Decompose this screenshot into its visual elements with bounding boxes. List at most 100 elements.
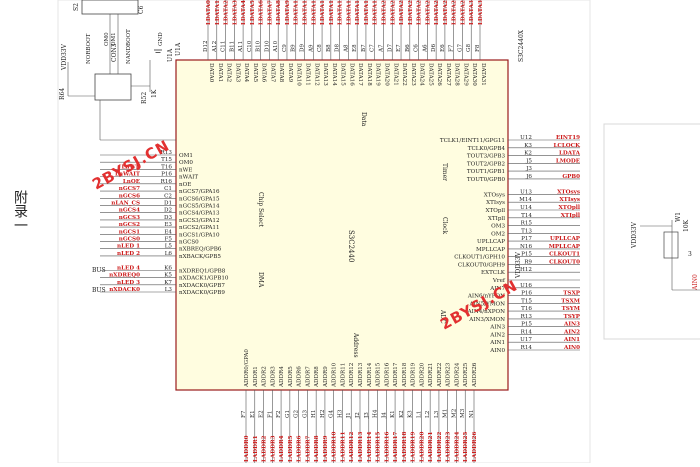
right-pin-name: CLKOUT1/GPH10 bbox=[454, 255, 505, 261]
top-pin-ball: B6 bbox=[405, 44, 411, 52]
right-pin-name: UPLLCAP bbox=[477, 239, 505, 245]
bottom-pin-name: ADDR14 bbox=[367, 362, 373, 388]
top-pin-name: DATA20 bbox=[383, 63, 389, 86]
right-pin-ball: P16 bbox=[521, 291, 532, 297]
top-pin-net: LDATA6 bbox=[259, 0, 265, 25]
right-pin-name: TCLK0/GPB4 bbox=[468, 146, 506, 152]
top-pin-name: DATA18 bbox=[366, 63, 372, 86]
right-pin-name: TOUT0/GPB0 bbox=[467, 177, 506, 183]
top-pin-ball: C7 bbox=[370, 44, 376, 52]
top-pin-net: LDATA31 bbox=[478, 0, 484, 25]
top-pin-name: DATA24 bbox=[419, 63, 425, 86]
right-panel-part: W1 bbox=[675, 212, 682, 222]
top-pin-ball: D12 bbox=[203, 40, 209, 52]
right-pin-name: AIN1 bbox=[489, 340, 505, 346]
top-pin-ball: E7 bbox=[396, 44, 402, 52]
norboot-label: NORBOOT bbox=[86, 33, 92, 64]
top-pin-net: LDATA30 bbox=[469, 0, 475, 25]
right-panel-vdd: VDD33V bbox=[631, 221, 638, 249]
bottom-pin-net: LADDR11 bbox=[340, 431, 346, 462]
bottom-pin-ball: K2 bbox=[399, 410, 405, 418]
top-pin-name: DATA2 bbox=[226, 63, 232, 83]
bottom-pin-ball: G4 bbox=[329, 410, 335, 418]
left-pin-ball: T15 bbox=[161, 157, 172, 163]
top-pin-ball: D6 bbox=[431, 44, 437, 52]
bottom-pin-net: LADDR0 bbox=[244, 435, 250, 462]
right-pin-name: OM2 bbox=[491, 231, 505, 237]
right-pin-name: XTIpll bbox=[488, 216, 505, 222]
bottom-pin-ball: H3 bbox=[337, 409, 343, 418]
left-pin-net: nGCS7 bbox=[119, 186, 140, 192]
left-pin-net: nGCS0 bbox=[119, 237, 140, 243]
bottom-pin-name: ADDR21 bbox=[428, 363, 434, 388]
section-chip-select: Chip Select bbox=[257, 192, 264, 228]
right-pin-ball: T16 bbox=[521, 306, 532, 312]
left-pin-name: nWE bbox=[179, 167, 192, 173]
bottom-pin-ball: N1 bbox=[469, 410, 475, 418]
bus-label-1: BUS bbox=[92, 267, 106, 274]
right-pin-ball: H12 bbox=[520, 267, 532, 273]
left-pin-name: OM0 bbox=[179, 160, 193, 166]
vdd-label: VDD33V bbox=[61, 43, 68, 71]
capacitor-label: C6 bbox=[138, 5, 145, 14]
top-pin-ball: F8 bbox=[475, 44, 481, 52]
top-pin-name: DATA13 bbox=[322, 63, 328, 86]
left-pin-name: nXDREQ1/GPB8 bbox=[179, 268, 226, 274]
right-pin-ball: R15 bbox=[521, 221, 533, 227]
right-pin-name: TOUT1/GPB1 bbox=[467, 169, 505, 175]
right-pin-ball: U13 bbox=[520, 189, 532, 195]
bottom-pin-ball: G3 bbox=[302, 410, 308, 418]
bottom-pin-name: ADDR22 bbox=[437, 362, 443, 388]
top-pin-name: DATA11 bbox=[305, 63, 311, 86]
right-pin-ball: J5 bbox=[525, 158, 532, 164]
chip-body bbox=[175, 59, 509, 391]
left-pin-net: nGCS3 bbox=[119, 215, 140, 221]
bottom-pin-name: ADDR23 bbox=[446, 362, 452, 388]
left-pin-ball: K6 bbox=[164, 265, 172, 271]
right-pin-ball: K3 bbox=[524, 143, 532, 149]
right-pin-net: UPLLCAP bbox=[550, 236, 581, 242]
gnd-label: GND bbox=[158, 32, 164, 46]
right-pin-net: GPB0 bbox=[562, 174, 580, 180]
left-pin-ball: L3 bbox=[165, 287, 173, 293]
top-pin-name: DATA7 bbox=[269, 63, 275, 83]
chip-name: S3C2440 bbox=[347, 230, 355, 262]
top-pin-name: DATA12 bbox=[313, 63, 319, 86]
section-clock: Clock bbox=[441, 217, 448, 234]
left-pin-net: nXDREQ0 bbox=[109, 273, 140, 279]
top-pin-name: DATA16 bbox=[348, 63, 354, 86]
bottom-pin-ball: F7 bbox=[241, 410, 247, 418]
bottom-pin-net: LADDR2 bbox=[262, 435, 268, 462]
bottom-pin-ball: L1 bbox=[416, 411, 422, 418]
left-pin-net: nLED 1 bbox=[117, 244, 140, 250]
right-pin-name: OM3 bbox=[491, 224, 505, 230]
right-pin-ball: R14 bbox=[521, 329, 533, 335]
top-pin-ball: D10 bbox=[264, 40, 270, 52]
top-pin-net: LDATA28 bbox=[452, 0, 458, 25]
right-pin-name: AIN3/XMON bbox=[468, 317, 505, 323]
bottom-pin-ball: M2 bbox=[451, 408, 457, 418]
bottom-pin-ball: J3 bbox=[364, 412, 370, 419]
bottom-pin-name: ADDR18 bbox=[402, 362, 408, 388]
left-pin-name: nGCS2/GPA11 bbox=[179, 225, 220, 231]
top-pin-ball: A6 bbox=[422, 44, 428, 53]
right-pin-name: AIN0 bbox=[489, 348, 505, 354]
left-pin-net: nLED 4 bbox=[117, 265, 140, 271]
top-pin-net: LDATA10 bbox=[294, 0, 300, 25]
bottom-pin-net: LADDR26 bbox=[472, 431, 478, 462]
bottom-pin-name: ADDR12 bbox=[349, 362, 355, 388]
bottom-pin-name: ADDR11 bbox=[340, 363, 346, 388]
nandboot-label: NANDBOOT bbox=[126, 29, 132, 64]
bottom-pin-ball: H4 bbox=[373, 409, 379, 418]
bottom-pin-ball: F2 bbox=[276, 410, 282, 418]
right-pin-net: LMODE bbox=[556, 158, 580, 164]
top-pin-name: DATA10 bbox=[296, 63, 302, 86]
top-pin-ball: A9 bbox=[308, 44, 314, 53]
left-pin-ball: D3 bbox=[164, 215, 172, 221]
left-pin-net: nLED 2 bbox=[117, 251, 140, 257]
bottom-pin-net: LADDR16 bbox=[384, 431, 390, 462]
bottom-pin-net: LADDR15 bbox=[376, 431, 382, 462]
bottom-pin-net: LADDR23 bbox=[446, 431, 452, 462]
top-pin-net: LDATA16 bbox=[346, 0, 352, 25]
